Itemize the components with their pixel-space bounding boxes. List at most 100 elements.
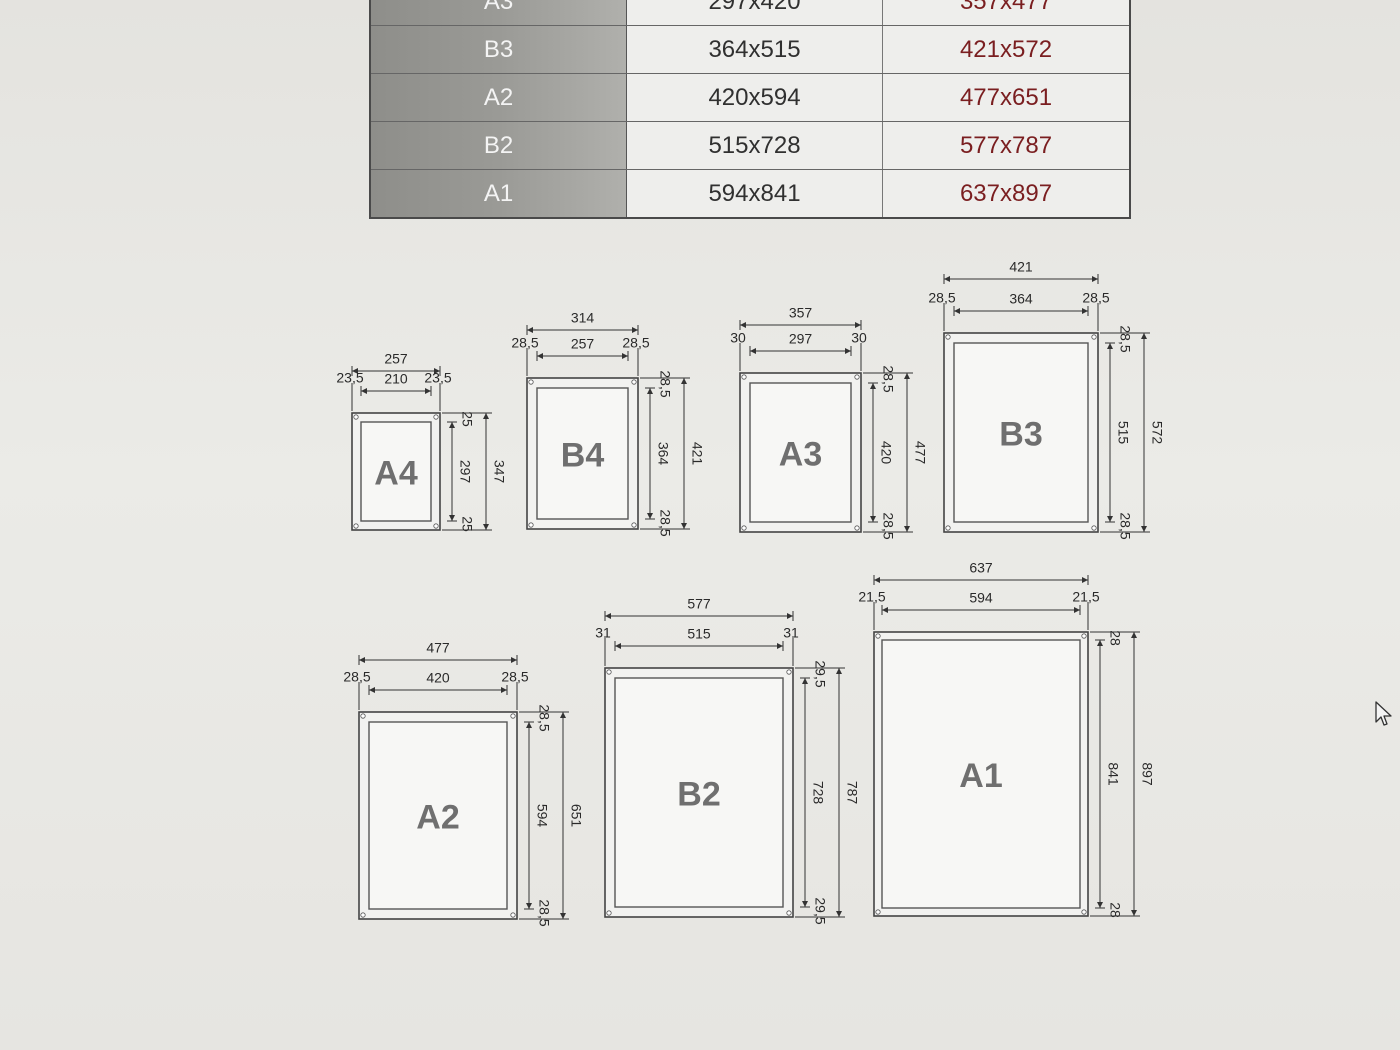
screw-icon	[1081, 633, 1087, 639]
bottom-margin-label: 28,5	[1117, 512, 1133, 539]
top-margin-label: 28,5	[536, 704, 552, 731]
frame-label: A1	[959, 757, 1002, 795]
paper-size-cell: 364x515	[626, 25, 883, 74]
bottom-margin-label: 29,5	[812, 897, 828, 924]
bottom-margin-label: 28	[1107, 902, 1123, 918]
screw-icon	[741, 525, 747, 531]
right-margin-label: 28,5	[1082, 290, 1109, 306]
screw-icon	[875, 909, 881, 915]
left-margin-label: 28,5	[511, 335, 538, 351]
format-cell: A2	[370, 73, 627, 122]
inner-height-label: 841	[1105, 762, 1121, 786]
screw-icon	[854, 374, 860, 380]
top-margin-label: 28,5	[657, 370, 673, 397]
format-cell: A1	[370, 169, 627, 219]
screw-icon	[353, 523, 359, 529]
screw-icon	[741, 374, 747, 380]
screw-icon	[606, 669, 612, 675]
left-margin-label: 23,5	[336, 370, 363, 386]
outer-height-label: 477	[912, 441, 928, 465]
inner-width-label: 420	[426, 670, 450, 686]
screw-icon	[353, 414, 359, 420]
inner-width-label: 297	[789, 331, 813, 347]
frame-inner-rect	[881, 639, 1081, 909]
frame-label: B2	[677, 775, 720, 813]
inner-width-label: 515	[687, 626, 711, 642]
frame-label: A2	[416, 798, 459, 836]
top-margin-label: 25	[459, 411, 475, 427]
screw-icon	[875, 633, 881, 639]
inner-width-label: 210	[384, 371, 408, 387]
frame-size-cell: 357x477	[882, 0, 1130, 26]
format-cell: B2	[370, 121, 627, 170]
screw-icon	[631, 379, 637, 385]
frame-size-cell: 637x897	[882, 169, 1130, 219]
screw-icon	[1091, 525, 1097, 531]
frame-size-cell: 577x787	[882, 121, 1130, 170]
frame-label: A3	[779, 435, 822, 473]
screw-icon	[360, 912, 366, 918]
screw-icon	[510, 912, 516, 918]
inner-height-label: 515	[1115, 421, 1131, 445]
right-margin-label: 21,5	[1072, 589, 1099, 605]
outer-width-label: 577	[687, 596, 711, 612]
right-margin-label: 31	[783, 625, 799, 641]
frame-inner-rect	[360, 421, 432, 522]
frame-inner-rect	[368, 721, 508, 910]
frame-inner-rect	[536, 387, 629, 520]
bottom-margin-label: 28,5	[657, 509, 673, 536]
frame-inner-rect	[614, 677, 784, 908]
screw-icon	[945, 334, 951, 340]
outer-height-label: 347	[491, 460, 507, 484]
inner-height-label: 594	[534, 804, 550, 828]
bottom-margin-label: 25	[459, 516, 475, 532]
screw-icon	[433, 414, 439, 420]
right-margin-label: 30	[851, 330, 867, 346]
screw-icon	[854, 525, 860, 531]
paper-size-cell: 594x841	[626, 169, 883, 219]
top-margin-label: 28,5	[1117, 325, 1133, 352]
left-margin-label: 21,5	[858, 589, 885, 605]
inner-height-label: 297	[457, 460, 473, 484]
bottom-margin-label: 28,5	[536, 899, 552, 926]
outer-height-label: 651	[568, 804, 584, 828]
screw-icon	[631, 522, 637, 528]
outer-width-label: 314	[571, 310, 595, 326]
screw-icon	[945, 525, 951, 531]
outer-width-label: 421	[1009, 259, 1033, 275]
format-cell: A3	[370, 0, 627, 26]
inner-height-label: 420	[878, 441, 894, 465]
frame-size-cell: 421x572	[882, 25, 1130, 74]
outer-width-label: 257	[384, 351, 408, 367]
frame-inner-rect	[749, 382, 852, 523]
paper-size-cell: 297x420	[626, 0, 883, 26]
screw-icon	[528, 522, 534, 528]
inner-height-label: 728	[810, 781, 826, 805]
screw-icon	[606, 910, 612, 916]
screw-icon	[433, 523, 439, 529]
format-cell: B3	[370, 25, 627, 74]
inner-width-label: 594	[969, 590, 993, 606]
outer-height-label: 572	[1149, 421, 1165, 445]
left-margin-label: 28,5	[928, 290, 955, 306]
outer-height-label: 421	[689, 442, 705, 466]
screw-icon	[1091, 334, 1097, 340]
mouse-cursor-icon	[1375, 701, 1392, 726]
left-margin-label: 30	[730, 330, 746, 346]
screw-icon	[360, 713, 366, 719]
outer-width-label: 357	[789, 305, 813, 321]
left-margin-label: 31	[595, 625, 611, 641]
frame-label: B3	[999, 415, 1042, 453]
right-margin-label: 23,5	[424, 370, 451, 386]
